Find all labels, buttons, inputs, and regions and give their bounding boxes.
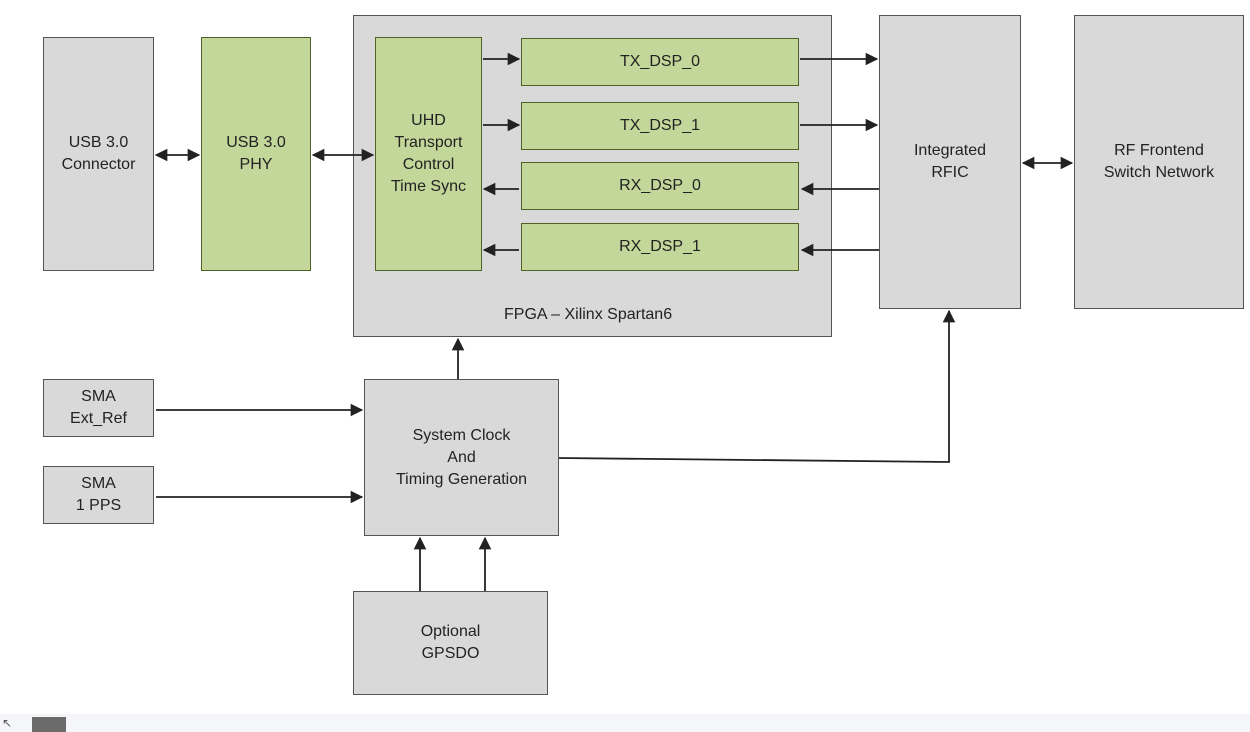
toolbar-box-icon[interactable] [32, 717, 66, 732]
tx-dsp-1-block: TX_DSP_1 [521, 102, 799, 150]
cursor-icon: ↖ [2, 716, 13, 730]
clock-gen-block: System Clock And Timing Generation [364, 379, 559, 536]
bottom-toolbar [0, 714, 1250, 732]
sma-pps-block: SMA 1 PPS [43, 466, 154, 524]
sma-ext-ref-block: SMA Ext_Ref [43, 379, 154, 437]
rx-dsp-0-block: RX_DSP_0 [521, 162, 799, 210]
gpsdo-block: Optional GPSDO [353, 591, 548, 695]
usb-phy-block: USB 3.0 PHY [201, 37, 311, 271]
uhd-block: UHD Transport Control Time Sync [375, 37, 482, 271]
rf-frontend-block: RF Frontend Switch Network [1074, 15, 1244, 309]
usb-connector-block: USB 3.0 Connector [43, 37, 154, 271]
fpga-label: FPGA – Xilinx Spartan6 [504, 306, 673, 323]
tx-dsp-0-block: TX_DSP_0 [521, 38, 799, 86]
rfic-block: Integrated RFIC [879, 15, 1021, 309]
rx-dsp-1-block: RX_DSP_1 [521, 223, 799, 271]
wire-clock-rfic [558, 309, 956, 463]
